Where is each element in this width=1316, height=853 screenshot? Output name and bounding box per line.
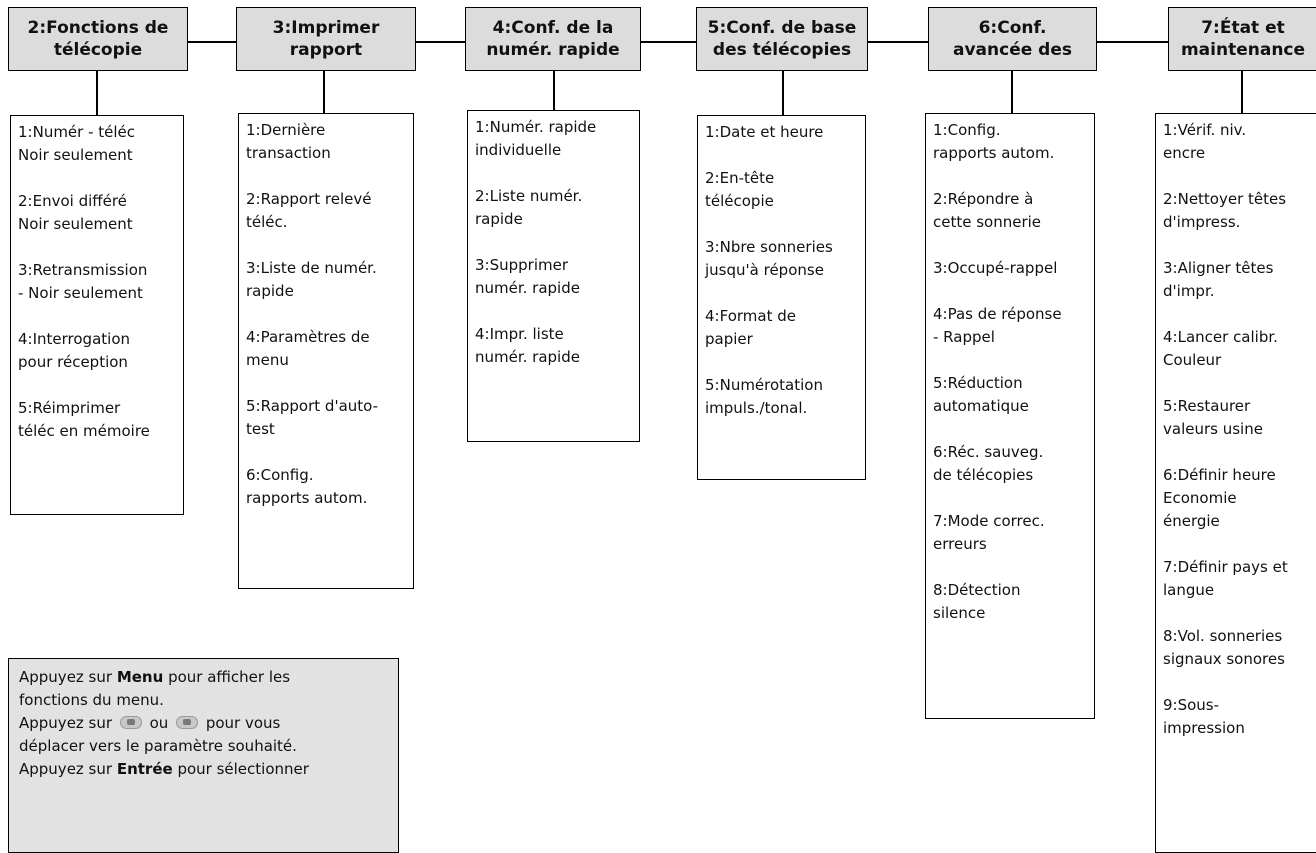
menu-item: 4:Lancer calibr. Couleur: [1163, 328, 1278, 369]
menu-item: 1:Vérif. niv. encre: [1163, 121, 1247, 162]
menu-item: 2:Répondre à cette sonnerie: [933, 190, 1042, 231]
note-line-2: fonctions du menu.: [19, 691, 164, 709]
left-arrow-button-icon: [119, 716, 142, 729]
menu-item: 1:Config. rapports autom.: [933, 121, 1055, 162]
menu-item: 4:Paramètres de menu: [246, 328, 370, 369]
menu-conf-base-telecopies: 1:Date et heure 2:En-tête télécopie 3:Nb…: [697, 115, 866, 480]
connector-v-6: [1241, 71, 1243, 113]
note-line-5: Appuyez sur Entrée pour sélectionner: [19, 758, 388, 781]
menu-item: 1:Numér. rapide individuelle: [475, 118, 597, 159]
connector-h-1: [187, 41, 236, 43]
menu-item: 5:Réduction automatique: [933, 374, 1029, 415]
connector-v-5: [1011, 71, 1013, 113]
note-text: ou: [144, 714, 174, 732]
menu-item: 3:Aligner têtes d'impr.: [1163, 259, 1274, 300]
note-text: pour vous: [201, 714, 281, 732]
menu-item: 8:Vol. sonneries signaux sonores: [1163, 627, 1285, 668]
menu-item: 8:Détection silence: [933, 581, 1021, 622]
connector-v-3: [553, 71, 555, 110]
menu-item: 2:Liste numér. rapide: [475, 187, 583, 228]
right-arrow-button-icon: [176, 716, 199, 729]
connector-v-2: [323, 71, 325, 113]
connector-h-5: [1096, 41, 1168, 43]
menu-item: 4:Format de papier: [705, 307, 796, 348]
header-line: 6:Conf.: [978, 18, 1047, 38]
header-line: avancée des: [953, 40, 1072, 60]
menu-item: 1:Date et heure: [705, 123, 824, 141]
note-text: Appuyez sur: [19, 714, 117, 732]
menu-item: 3:Liste de numér. rapide: [246, 259, 377, 300]
instructions-note: Appuyez sur Menu pour afficher les fonct…: [8, 658, 399, 853]
menu-item: 7:Mode correc. erreurs: [933, 512, 1045, 553]
note-line-4: déplacer vers le paramètre souhaité.: [19, 737, 297, 755]
connector-h-2: [415, 41, 465, 43]
menu-item: 5:Restaurer valeurs usine: [1163, 397, 1263, 438]
note-line-3: Appuyez sur ou pour vous: [19, 712, 388, 735]
menu-item: 5:Rapport d'auto- test: [246, 397, 379, 438]
header-line: 5:Conf. de base: [707, 18, 857, 38]
connector-v-1: [96, 71, 98, 115]
header-line: maintenance: [1180, 40, 1306, 60]
menu-item: 4:Pas de réponse - Rappel: [933, 305, 1062, 346]
header-conf-avancee: 6:Conf.avancée des: [928, 7, 1097, 71]
menu-item: 5:Numérotation impuls./tonal.: [705, 376, 823, 417]
menu-item: 6:Réc. sauveg. de télécopies: [933, 443, 1044, 484]
connector-v-4: [782, 71, 784, 115]
menu-fonctions-telecopie: 1:Numér - téléc Noir seulement 2:Envoi d…: [10, 115, 184, 515]
note-line-1: Appuyez sur Menu pour afficher les: [19, 666, 388, 689]
note-text: pour afficher les: [163, 668, 291, 686]
menu-item: 2:En-tête télécopie: [705, 169, 775, 210]
menu-imprimer-rapport: 1:Dernière transaction 2:Rapport relevé …: [238, 113, 414, 589]
menu-item: 2:Nettoyer têtes d'impress.: [1163, 190, 1287, 231]
menu-item: 6:Définir heure Economie énergie: [1163, 466, 1276, 530]
header-line: rapport: [289, 40, 363, 60]
header-line: des télécopies: [712, 40, 852, 60]
header-line: numér. rapide: [486, 40, 620, 60]
menu-conf-avancee: 1:Config. rapports autom. 2:Répondre à c…: [925, 113, 1095, 719]
header-line: télécopie: [53, 40, 143, 60]
menu-key-label: Menu: [116, 668, 164, 686]
menu-etat-maintenance: 1:Vérif. niv. encre 2:Nettoyer têtes d'i…: [1155, 113, 1316, 853]
menu-item: 6:Config. rapports autom.: [246, 466, 368, 507]
header-line: 4:Conf. de la: [492, 18, 614, 38]
menu-item: 3:Nbre sonneries jusqu'à réponse: [705, 238, 833, 279]
menu-item: 3:Supprimer numér. rapide: [475, 256, 580, 297]
connector-h-3: [640, 41, 696, 43]
menu-item: 9:Sous- impression: [1163, 696, 1245, 737]
menu-item: 2:Rapport relevé téléc.: [246, 190, 372, 231]
note-text: Appuyez sur: [19, 668, 117, 686]
header-line: 7:État et: [1201, 18, 1285, 38]
menu-item: 4:Interrogation pour réception: [18, 330, 131, 371]
menu-item: 1:Dernière transaction: [246, 121, 331, 162]
entree-key-label: Entrée: [116, 760, 173, 778]
connector-h-4: [867, 41, 928, 43]
menu-item: 5:Réimprimer téléc en mémoire: [18, 399, 150, 440]
menu-item: 4:Impr. liste numér. rapide: [475, 325, 580, 366]
header-line: 3:Imprimer: [272, 18, 380, 38]
menu-item: 3:Occupé-rappel: [933, 259, 1058, 277]
header-line: 2:Fonctions de: [27, 18, 169, 38]
note-text: pour sélectionner: [172, 760, 309, 778]
menu-item: 7:Définir pays et langue: [1163, 558, 1288, 599]
menu-item: 3:Retransmission - Noir seulement: [18, 261, 148, 302]
menu-conf-numer-rapide: 1:Numér. rapide individuelle 2:Liste num…: [467, 110, 640, 442]
menu-item: 1:Numér - téléc Noir seulement: [18, 123, 136, 164]
menu-item: 2:Envoi différé Noir seulement: [18, 192, 133, 233]
note-text: Appuyez sur: [19, 760, 117, 778]
